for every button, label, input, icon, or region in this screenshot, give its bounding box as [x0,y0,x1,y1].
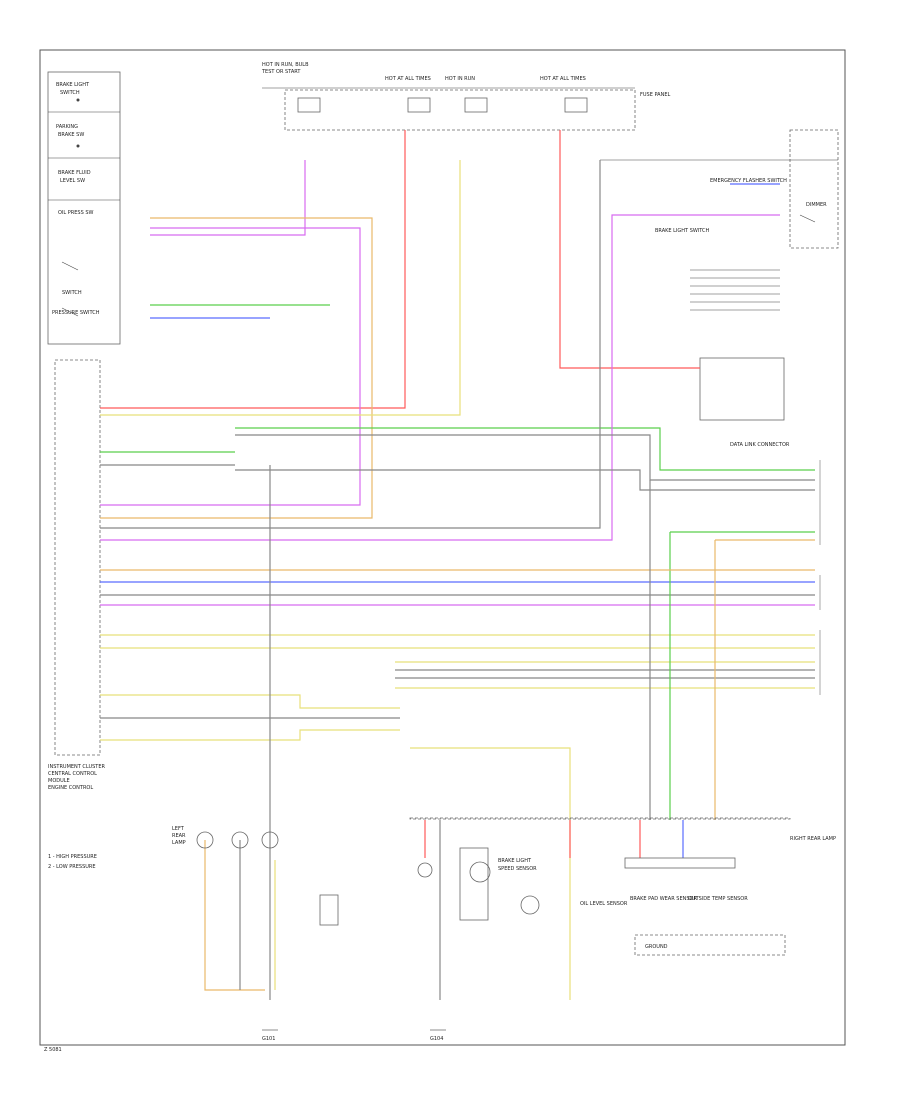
data-link-label: DATA LINK CONNECTOR [730,442,790,448]
top-header-1: HOT IN RUN, BULB [262,62,309,68]
right-top-label-3: DIMMER [806,202,827,208]
bottom-right-components: BRAKE PAD WEAR SENSOR OUTSIDE TEMP SENSO… [624,836,836,956]
wires [100,130,815,1000]
module-label-4: ENGINE CONTROL [48,785,93,791]
bottom-left-label-1: LEFT [172,826,185,832]
switch-label-8: SWITCH [62,290,82,296]
switch-label-6: LEVEL SW [60,178,85,184]
switch-label-4: BRAKE SW [58,132,84,138]
bottom-center-label-2: SPEED SENSOR [498,866,537,872]
fuse-caption-2: HOT IN RUN [445,76,475,82]
fuse-panel: HOT IN RUN, BULB TEST OR START FUSE PANE… [261,62,670,131]
right-top-label-1: EMERGENCY FLASHER SWITCH [710,178,787,184]
data-link-connector: DATA LINK CONNECTOR [699,357,790,448]
bottom-left-label-2: REAR [172,833,186,839]
instrument-cluster-module: INSTRUMENT CLUSTER CENTRAL CONTROL MODUL… [48,359,106,791]
switch-label-3: PARKING [56,124,78,130]
bottom-center-components: BRAKE LIGHT SPEED SENSOR OIL LEVEL SENSO… [409,817,791,1042]
fuse-caption-1: HOT AT ALL TIMES [385,76,431,82]
page-code: Z 5081 [44,1047,62,1053]
note-low-pressure: 2 - LOW PRESSURE [48,864,96,870]
switch-label-9: PRESSURE SWITCH [52,310,100,316]
right-top-label-2: BRAKE LIGHT SWITCH [655,228,710,234]
diagram-frame [39,49,846,1046]
top-header-3: FUSE PANEL [640,92,670,98]
right-top-switches: EMERGENCY FLASHER SWITCH BRAKE LIGHT SWI… [600,129,839,311]
left-switch-column: BRAKE LIGHT SWITCH PARKING BRAKE SW BRAK… [47,71,121,345]
bottom-right-label-3: RIGHT REAR LAMP [790,836,836,842]
ground-label-2: G104 [430,1036,443,1042]
fuse-caption-3: HOT AT ALL TIMES [540,76,586,82]
switch-label-5: BRAKE FLUID [58,170,91,176]
switch-label-1: BRAKE LIGHT [56,82,90,88]
bottom-right-label-1: BRAKE PAD WEAR SENSOR [630,896,697,902]
module-label-3: MODULE [48,778,70,784]
switch-label-7: OIL PRESS SW [58,210,94,216]
ground-label-1: G101 [262,1036,275,1042]
note-high-pressure: 1 - HIGH PRESSURE [48,854,97,860]
bottom-center-label-3: OIL LEVEL SENSOR [580,901,628,907]
module-label-2: CENTRAL CONTROL [48,771,97,777]
top-header-2: TEST OR START [261,69,301,75]
bottom-right-label-4: GROUND [645,944,668,950]
bottom-left-label-3: LAMP [172,840,186,846]
module-label-1: INSTRUMENT CLUSTER [48,764,106,770]
bottom-left-lamps: LEFT REAR LAMP G101 [172,826,339,1042]
bottom-right-label-2: OUTSIDE TEMP SENSOR [688,896,748,902]
bottom-center-label-1: BRAKE LIGHT [498,858,532,864]
switch-label-2: SWITCH [60,90,80,96]
